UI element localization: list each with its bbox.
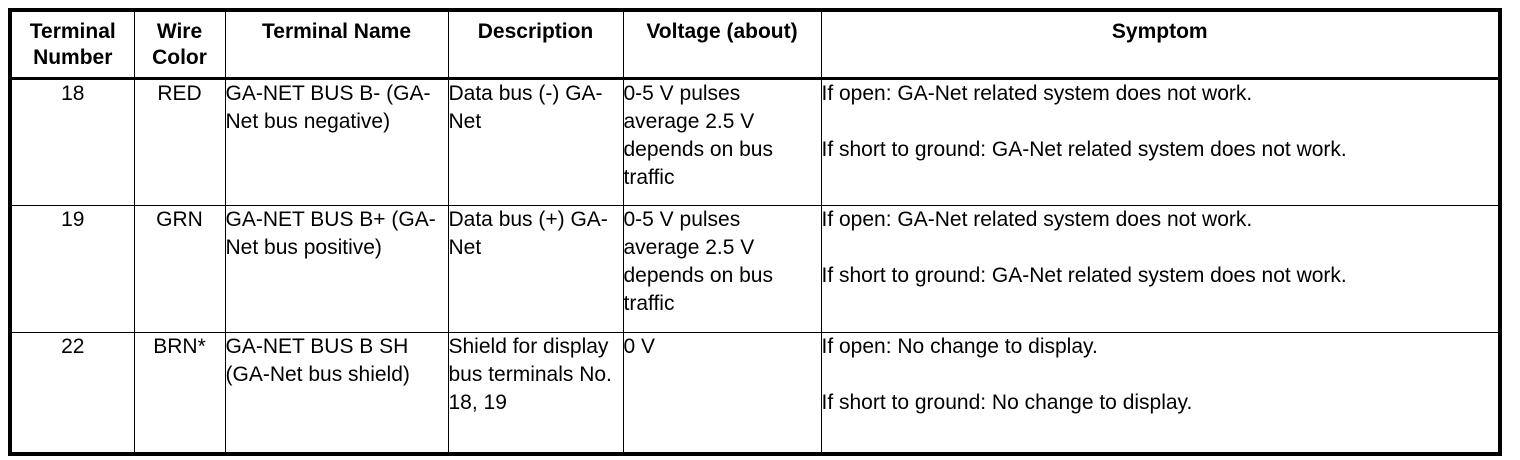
cell-voltage: 0-5 V pulses average 2.5 V depends on bu… [622,77,822,206]
symptom-short-text: If short to ground: GA-Net related syste… [821,263,1347,287]
cell-voltage: 0-5 V pulses average 2.5 V depends on bu… [622,204,822,333]
symptom-short-text: If short to ground: No change to display… [821,390,1193,414]
cell-wire-color: GRN [133,204,226,333]
terminal-wiring-table: Terminal Number Wire Color Terminal Name… [8,8,1502,456]
column-header-terminal-number-line1: Terminal [29,20,116,43]
symptom-spacer [822,361,1499,389]
column-header-wire-color-line1: Wire [156,20,203,43]
symptom-open-text: If open: GA-Net related system does not … [821,207,1253,231]
table-row: 18 RED GA-NET BUS B- (GA-Net bus negativ… [9,77,1501,206]
cell-terminal-name: GA-NET BUS B+ (GA-Net bus positive) [224,204,449,333]
cell-symptom: If open: GA-Net related system does not … [820,77,1501,206]
cell-symptom: If open: GA-Net related system does not … [820,204,1501,333]
column-header-description: Description [447,9,624,80]
cell-description: Data bus (-) GA-Net [447,77,624,206]
table-header-row: Terminal Number Wire Color Terminal Name… [9,9,1501,80]
cell-wire-color: RED [133,77,226,206]
wiring-table-container: Terminal Number Wire Color Terminal Name… [8,8,1502,456]
cell-wire-color: BRN* [133,331,226,455]
cell-symptom: If open: No change to display. If short … [820,331,1501,455]
table-header: Terminal Number Wire Color Terminal Name… [9,9,1501,80]
cell-terminal-number: 22 [9,331,135,455]
column-header-terminal-name: Terminal Name [224,9,449,80]
symptom-short-text: If short to ground: GA-Net related syste… [821,137,1347,161]
cell-terminal-number: 19 [9,204,135,333]
cell-terminal-number: 18 [9,77,135,206]
cell-description: Shield for display bus terminals No. 18,… [447,331,624,455]
column-header-voltage: Voltage (about) [622,9,822,80]
column-header-terminal-number-line2: Number [33,46,113,69]
table-row: 19 GRN GA-NET BUS B+ (GA-Net bus positiv… [9,204,1501,333]
cell-voltage: 0 V [622,331,822,455]
table-row: 22 BRN* GA-NET BUS B SH (GA-Net bus shie… [9,331,1501,455]
column-header-terminal-number: Terminal Number [9,9,135,80]
symptom-spacer [822,234,1499,262]
cell-terminal-name: GA-NET BUS B SH (GA-Net bus shield) [224,331,449,455]
column-header-symptom: Symptom [820,9,1501,80]
table-body: 18 RED GA-NET BUS B- (GA-Net bus negativ… [9,77,1501,455]
cell-terminal-name: GA-NET BUS B- (GA-Net bus negative) [224,77,449,206]
column-header-wire-color-line2: Color [152,46,207,69]
symptom-open-text: If open: No change to display. [821,334,1098,358]
cell-description: Data bus (+) GA-Net [447,204,624,333]
symptom-spacer [822,108,1499,136]
column-header-wire-color: Wire Color [133,9,226,80]
symptom-open-text: If open: GA-Net related system does not … [821,81,1253,105]
